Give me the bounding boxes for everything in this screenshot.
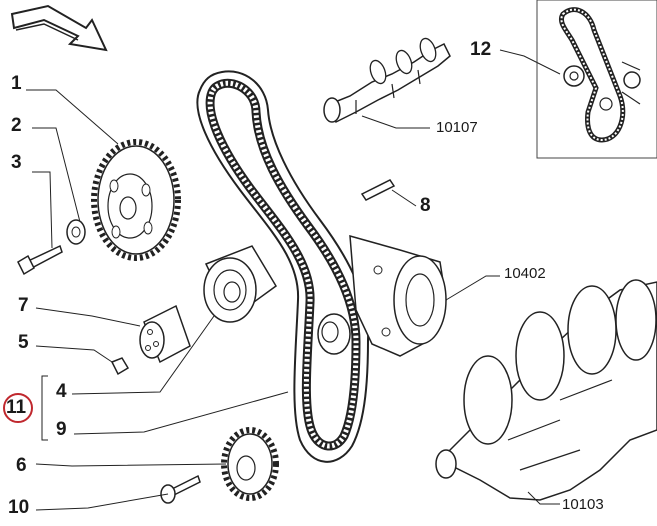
highlight-ring (3, 393, 33, 423)
sprocket-bolt (17, 244, 63, 276)
eccentric-bushing (139, 304, 191, 364)
crankshaft-bolt (160, 474, 201, 504)
direction-arrow-icon (10, 4, 108, 52)
callout-part-4[interactable]: 4 (56, 381, 67, 402)
callout-part-7[interactable]: 7 (18, 295, 29, 316)
engine-block (349, 234, 447, 357)
tensioner-pulley (203, 245, 277, 323)
callout-ref-camshaft[interactable]: 10107 (436, 119, 478, 136)
timing-belt (196, 70, 370, 463)
callout-part-12[interactable]: 12 (470, 39, 492, 60)
callout-part-6[interactable]: 6 (16, 455, 27, 476)
washer (66, 219, 86, 245)
callout-part-5[interactable]: 5 (18, 332, 29, 353)
nut (110, 357, 130, 376)
crankshaft (435, 279, 657, 501)
callout-part-11[interactable]: 11 (6, 397, 27, 418)
camshaft-sprocket (91, 139, 181, 261)
callout-ref-block[interactable]: 10402 (504, 265, 546, 282)
callout-part-9[interactable]: 9 (56, 419, 67, 440)
callout-ref-crankshaft[interactable]: 10103 (562, 496, 604, 513)
callout-part-8[interactable]: 8 (420, 195, 431, 216)
inset-box (536, 0, 657, 159)
crankshaft-sprocket (221, 427, 279, 501)
callout-part-10[interactable]: 10 (8, 497, 30, 518)
callout-part-2[interactable]: 2 (11, 115, 22, 136)
callout-part-1[interactable]: 1 (11, 73, 22, 94)
leader-lines (26, 49, 561, 511)
dowel-pin (360, 179, 396, 201)
idler-pulley (317, 313, 351, 355)
callout-part-3[interactable]: 3 (11, 152, 22, 173)
camshaft (323, 37, 451, 124)
